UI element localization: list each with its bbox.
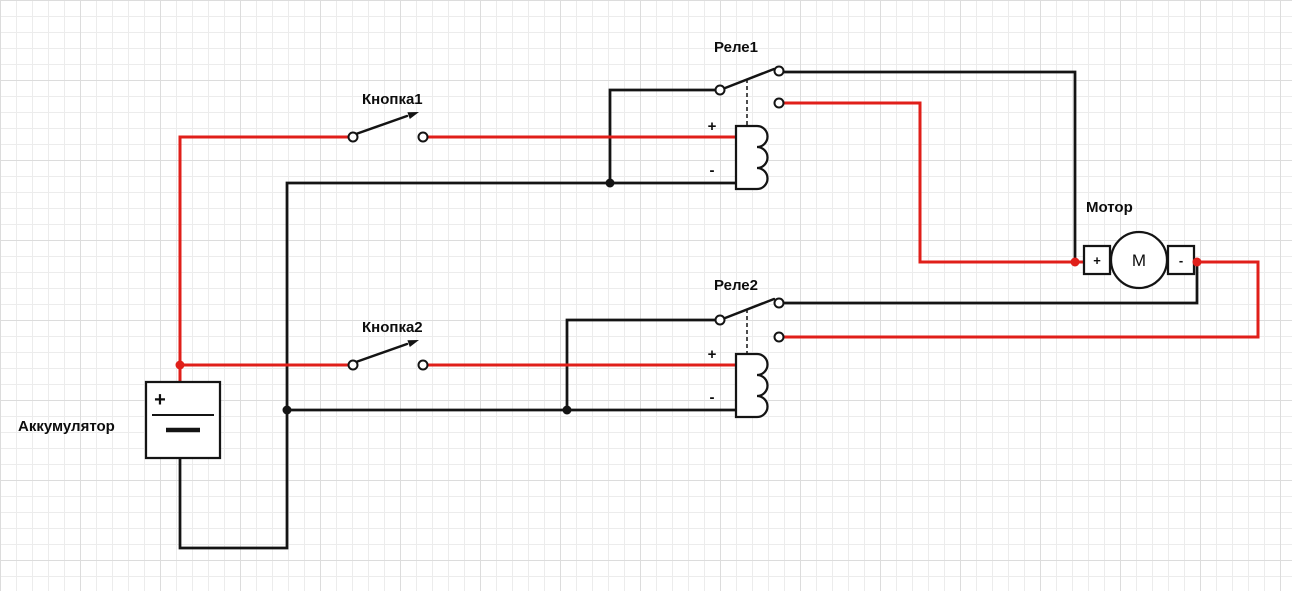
relay1-upper-contact: [773, 65, 785, 77]
motor-component[interactable]: M + - Мотор: [1082, 199, 1196, 290]
relay1-plus-sign: +: [708, 118, 717, 135]
battery-body: [144, 380, 222, 460]
button1-blade: [354, 114, 409, 136]
junction-battery-positive-branch: [175, 360, 185, 370]
relay1-component[interactable]: + - Реле1: [708, 39, 785, 191]
button1-label: Кнопка1: [362, 91, 423, 108]
wire-relay2-nc-to-motor: [783, 262, 1199, 305]
junction-relay2-negative: [562, 405, 572, 415]
button2-left-contact: [347, 359, 359, 371]
relay2-minus-sign: -: [710, 389, 715, 406]
motor-label: Мотор: [1086, 199, 1133, 216]
junction-negative-bus: [282, 405, 292, 415]
relay2-label: Реле2: [714, 277, 758, 294]
motor-body: [1109, 230, 1169, 290]
relay2-common-contact: [714, 314, 726, 326]
junction-motor-minus: [1192, 257, 1202, 267]
relay2-coil: [734, 352, 769, 419]
button1-left-contact: [347, 131, 359, 143]
wires-red: [178, 101, 1260, 383]
button1-component[interactable]: Кнопка1: [347, 91, 429, 143]
relay2-component[interactable]: + - Реле2: [708, 277, 785, 419]
wire-battery-negative-bus: [178, 181, 736, 550]
wire-relay1-no-to-motor-plus: [783, 101, 1084, 264]
wire-battery-positive-to-button1: [178, 135, 349, 383]
wire-relay1-common: [608, 88, 716, 183]
button1-arrow-icon: [407, 112, 419, 119]
relay2-lower-contact: [773, 331, 785, 343]
wires-black: [178, 70, 1199, 550]
junction-motor-plus: [1070, 257, 1080, 267]
relay2-upper-contact: [773, 297, 785, 309]
battery-label: Аккумулятор: [18, 418, 115, 435]
button2-label: Кнопка2: [362, 319, 423, 336]
relay1-minus-sign: -: [710, 162, 715, 179]
relay1-coil: [734, 124, 769, 191]
wire-relay2-common: [565, 318, 716, 410]
relay1-label: Реле1: [714, 39, 758, 56]
battery-component[interactable]: + Аккумулятор: [18, 380, 222, 460]
relay2-plus-sign: +: [708, 346, 717, 363]
wire-motor-minus-to-relay2-no: [783, 260, 1260, 339]
motor-plus-sign: +: [1093, 253, 1101, 268]
button2-component[interactable]: Кнопка2: [347, 319, 429, 371]
wire-relay1-nc-to-motor: [783, 70, 1077, 262]
relay1-common-contact: [714, 84, 726, 96]
junction-dots: [175, 178, 1202, 415]
button1-right-contact: [417, 131, 429, 143]
button2-arrow-icon: [407, 340, 419, 347]
motor-minus-sign: -: [1179, 253, 1183, 268]
relay1-lower-contact: [773, 97, 785, 109]
button2-blade: [354, 342, 409, 364]
button2-right-contact: [417, 359, 429, 371]
junction-relay1-negative: [605, 178, 615, 188]
battery-plus-sign: +: [154, 389, 166, 411]
motor-letter: M: [1132, 251, 1146, 270]
